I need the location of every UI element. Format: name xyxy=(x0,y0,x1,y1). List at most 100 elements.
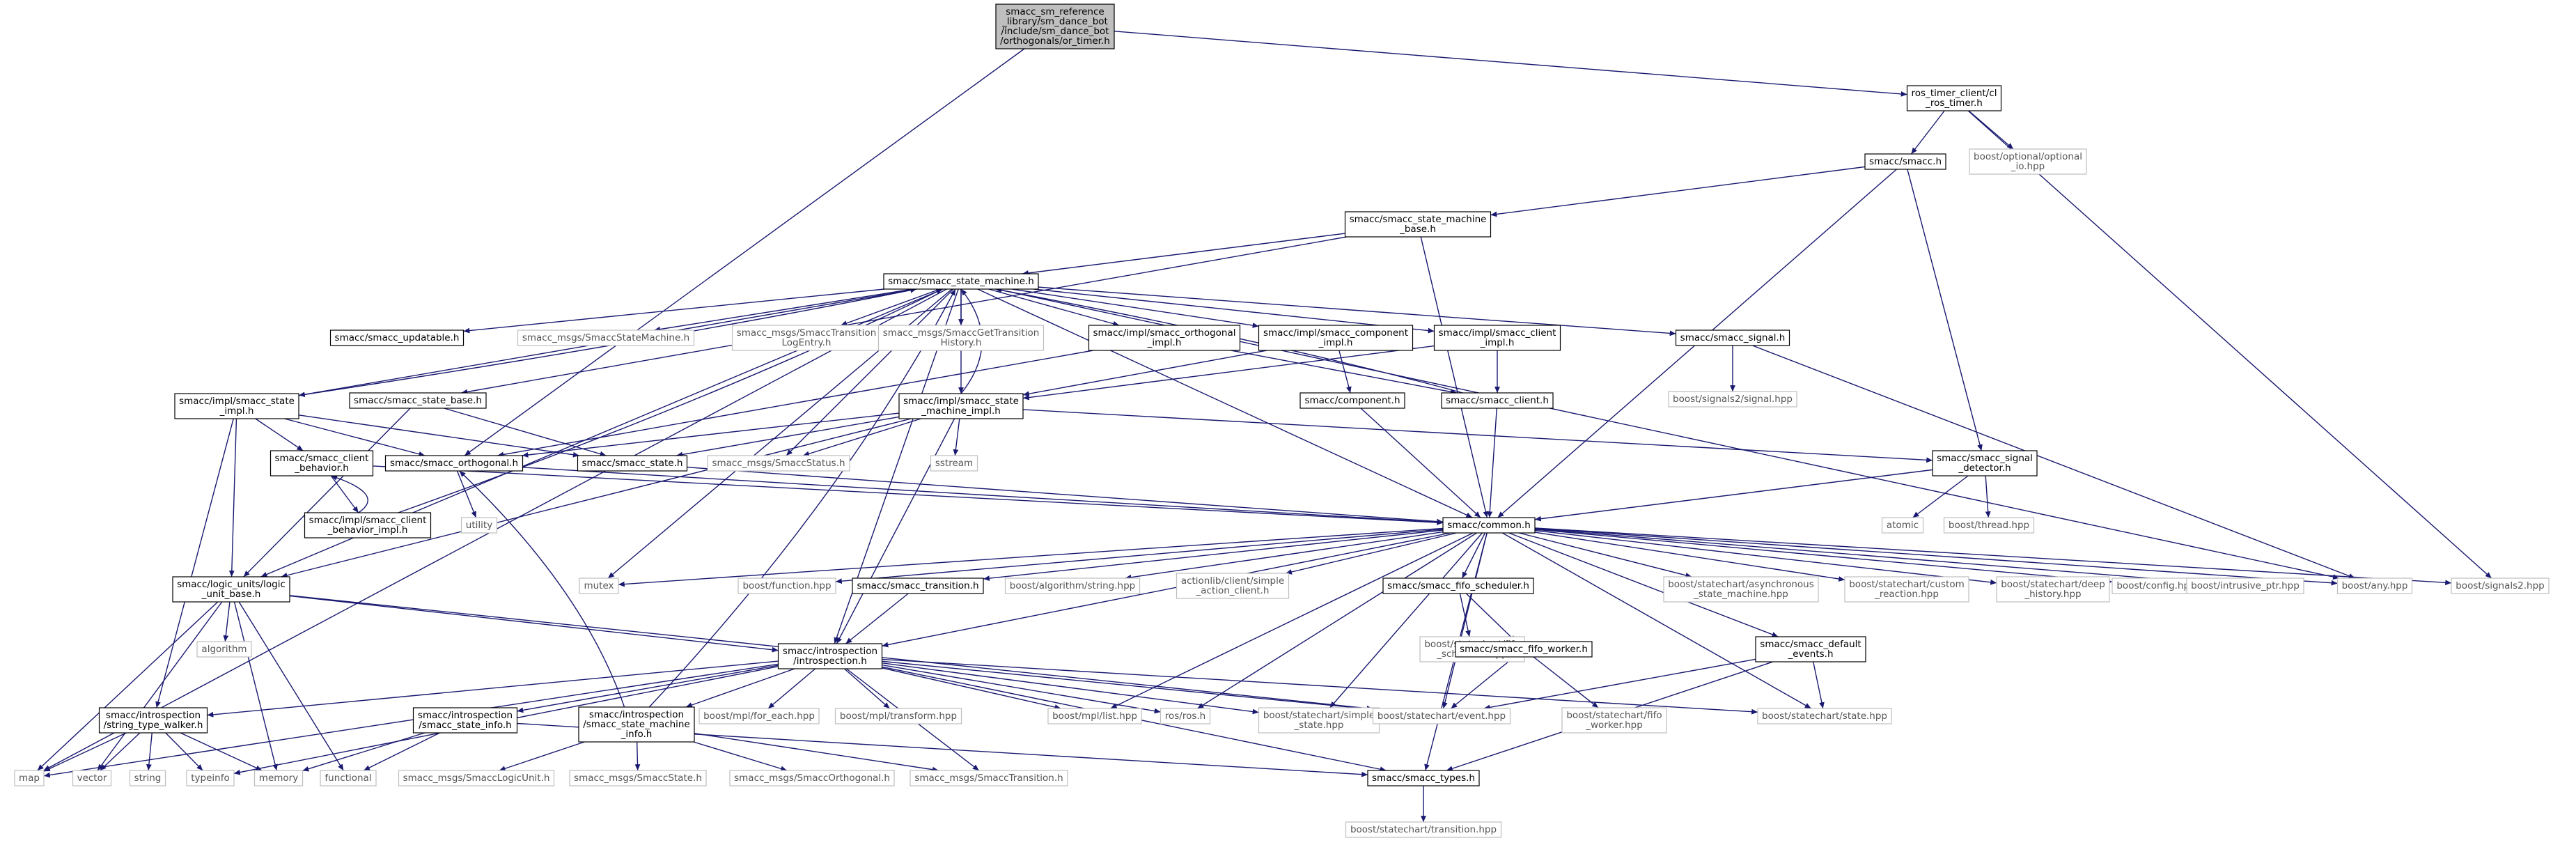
node-introspection[interactable]: smacc/introspection/introspection.h xyxy=(777,643,883,669)
node-intrusive[interactable]: boost/intrusive_ptr.hpp xyxy=(2186,577,2304,594)
node-ros-h[interactable]: ros/ros.h xyxy=(1160,708,1211,724)
node-msg-sm[interactable]: smacc_msgs/SmaccStateMachine.h xyxy=(517,330,695,346)
node-label-line: smacc/introspection xyxy=(589,709,684,720)
node-label-line: smacc/smacc_default xyxy=(1760,639,1861,650)
node-async-sm[interactable]: boost/statechart/asynchronous_state_mach… xyxy=(1663,576,1819,603)
node-signals2[interactable]: boost/signals2.hpp xyxy=(2451,577,2550,594)
edge-string-walker-to-map xyxy=(43,732,127,772)
node-msg-orth[interactable]: smacc_msgs/SmaccOrthogonal.h xyxy=(729,770,895,786)
node-comp-impl[interactable]: smacc/impl/smacc_component_impl.h xyxy=(1258,325,1414,351)
edge-signal-h-to-any xyxy=(1752,345,2355,579)
node-sc-fifo-worker[interactable]: boost/statechart/fifo_worker.hpp xyxy=(1561,707,1667,734)
node-any[interactable]: boost/any.hpp xyxy=(2336,577,2413,594)
node-label-line: smacc_msgs/SmaccOrthogonal.h xyxy=(734,773,890,784)
node-function-hpp[interactable]: boost/function.hpp xyxy=(737,577,836,594)
node-smacc-h[interactable]: smacc/smacc.h xyxy=(1864,153,1946,170)
node-state-machine[interactable]: smacc/smacc_state_machine.h xyxy=(883,273,1039,290)
edge-sm-info-to-orthogonal-h xyxy=(459,470,625,708)
node-component-h[interactable]: smacc/component.h xyxy=(1299,392,1405,409)
node-config[interactable]: boost/config.hpp xyxy=(2111,577,2201,594)
node-functional[interactable]: functional xyxy=(320,770,377,786)
node-event-hpp[interactable]: boost/statechart/event.hpp xyxy=(1372,708,1511,724)
edge-sm-impl-to-signal-detector xyxy=(1022,409,1933,463)
node-cb-impl[interactable]: smacc/impl/smacc_client_behavior_impl.h xyxy=(304,512,432,538)
node-utility[interactable]: utility xyxy=(460,517,498,534)
node-mpl-transform[interactable]: boost/mpl/transform.hpp xyxy=(834,708,962,724)
node-map[interactable]: map xyxy=(14,770,45,786)
node-sm-impl[interactable]: smacc/impl/smacc_state_machine_impl.h xyxy=(898,393,1024,419)
edge-common-h-to-mutex xyxy=(618,527,1444,587)
node-state-info[interactable]: smacc/introspection/smacc_state_info.h xyxy=(412,707,518,734)
node-orth-impl[interactable]: smacc/impl/smacc_orthogonal_impl.h xyxy=(1088,325,1241,351)
node-orthogonal-h[interactable]: smacc/smacc_orthogonal.h xyxy=(384,455,524,472)
node-sm-info[interactable]: smacc/introspection/smacc_state_machine_… xyxy=(578,706,695,743)
node-box xyxy=(1047,708,1142,724)
node-msg-lu[interactable]: smacc_msgs/SmaccLogicUnit.h xyxy=(398,770,555,786)
edge-state-info-to-functional xyxy=(363,732,440,771)
node-mpl-for-each[interactable]: boost/mpl/for_each.hpp xyxy=(698,708,820,724)
node-custom-reaction[interactable]: boost/statechart/custom_reaction.hpp xyxy=(1844,576,1969,603)
node-box xyxy=(1160,708,1211,724)
node-box xyxy=(517,330,695,346)
node-msg-state[interactable]: smacc_msgs/SmaccState.h xyxy=(569,770,707,786)
node-atomic[interactable]: atomic xyxy=(1881,517,1924,534)
node-fifo-worker-h[interactable]: smacc/smacc_fifo_worker.h xyxy=(1455,641,1593,658)
node-vector[interactable]: vector xyxy=(72,770,112,786)
node-client-impl[interactable]: smacc/impl/smacc_client_impl.h xyxy=(1433,325,1561,351)
node-optional-io[interactable]: boost/optional/optional_io.hpp xyxy=(1969,148,2087,175)
edge-common-h-to-ros-h xyxy=(1197,532,1477,709)
node-label-line: smacc/smacc_signal xyxy=(1937,453,2033,464)
node-memory[interactable]: memory xyxy=(253,770,304,786)
node-string[interactable]: string xyxy=(129,770,166,786)
node-simple-state[interactable]: boost/statechart/simple_state.hpp xyxy=(1258,707,1380,734)
edge-state-impl-to-orthogonal-h xyxy=(284,418,426,457)
node-sc-transition[interactable]: boost/statechart/transition.hpp xyxy=(1345,821,1502,838)
node-msg-trans[interactable]: smacc_msgs/SmaccTransition.h xyxy=(910,770,1068,786)
node-simple-action[interactable]: actionlib/client/simple_action_client.h xyxy=(1176,573,1290,599)
node-mpl-list[interactable]: boost/mpl/list.hpp xyxy=(1047,708,1142,724)
node-label-line: smacc/smacc_client xyxy=(275,453,369,464)
node-label-line: smacc/component.h xyxy=(1304,395,1400,406)
edge-fifo-scheduler-h-to-sc-fifo-sched xyxy=(1459,593,1471,637)
edge-logic-unit-to-memory xyxy=(233,601,278,771)
node-algo-string[interactable]: boost/algorithm/string.hpp xyxy=(1004,577,1141,594)
node-logic-unit[interactable]: smacc/logic_units/logic_unit_base.h xyxy=(172,576,290,603)
edge-sm-impl-to-msg-status xyxy=(802,418,921,457)
edge-client-h-to-state-machine xyxy=(995,287,1463,394)
node-msg-status[interactable]: smacc_msgs/SmaccStatus.h xyxy=(707,455,850,472)
node-state-h[interactable]: smacc/smacc_state.h xyxy=(577,455,688,472)
node-fifo-scheduler-h[interactable]: smacc/smacc_fifo_scheduler.h xyxy=(1382,577,1534,594)
edge-sm-base-to-state-machine xyxy=(1022,233,1345,276)
node-cl-ros-timer[interactable]: ros_timer_client/cl_ros_timer.h xyxy=(1906,85,2002,111)
node-default-events[interactable]: smacc/smacc_default_events.h xyxy=(1755,636,1866,662)
node-state-impl[interactable]: smacc/impl/smacc_state_impl.h xyxy=(174,393,299,419)
node-thread[interactable]: boost/thread.hpp xyxy=(1943,517,2035,534)
node-label-line: boost/signals2/signal.hpp xyxy=(1673,394,1793,405)
node-sstream[interactable]: sstream xyxy=(930,455,978,472)
node-algorithm[interactable]: algorithm xyxy=(196,641,252,658)
node-sc-state[interactable]: boost/statechart/state.hpp xyxy=(1757,708,1892,724)
node-deep-history[interactable]: boost/statechart/deep_history.hpp xyxy=(1996,576,2110,603)
node-box xyxy=(129,770,166,786)
node-transition-h[interactable]: smacc/smacc_transition.h xyxy=(852,577,984,594)
node-label-line: _state_machine.hpp xyxy=(1693,589,1788,600)
node-typeinfo[interactable]: typeinfo xyxy=(186,770,235,786)
node-common-h[interactable]: smacc/common.h xyxy=(1442,517,1536,534)
node-signal-h[interactable]: smacc/smacc_signal.h xyxy=(1675,330,1790,346)
node-label-line: _behavior_impl.h xyxy=(327,525,408,536)
node-state-base[interactable]: smacc/smacc_state_base.h xyxy=(349,392,487,409)
node-signal2-signal[interactable]: boost/signals2/signal.hpp xyxy=(1668,391,1797,408)
node-client-behavior[interactable]: smacc/smacc_client_behavior.h xyxy=(270,450,374,476)
node-signal-detector[interactable]: smacc/smacc_signal_detector.h xyxy=(1932,450,2038,476)
node-label-line: _base.h xyxy=(1399,224,1436,235)
node-mutex[interactable]: mutex xyxy=(579,577,619,594)
node-types-h[interactable]: smacc/smacc_types.h xyxy=(1367,770,1480,786)
node-updatable[interactable]: smacc/smacc_updatable.h xyxy=(329,330,465,346)
edge-state-base-to-state-h xyxy=(444,408,607,457)
node-string-walker[interactable]: smacc/introspection/string_type_walker.h xyxy=(98,707,208,734)
node-sm-base[interactable]: smacc/smacc_state_machine_base.h xyxy=(1344,211,1492,238)
node-client-h[interactable]: smacc/smacc_client.h xyxy=(1441,392,1554,409)
edge-string-walker-to-vector xyxy=(100,732,141,771)
